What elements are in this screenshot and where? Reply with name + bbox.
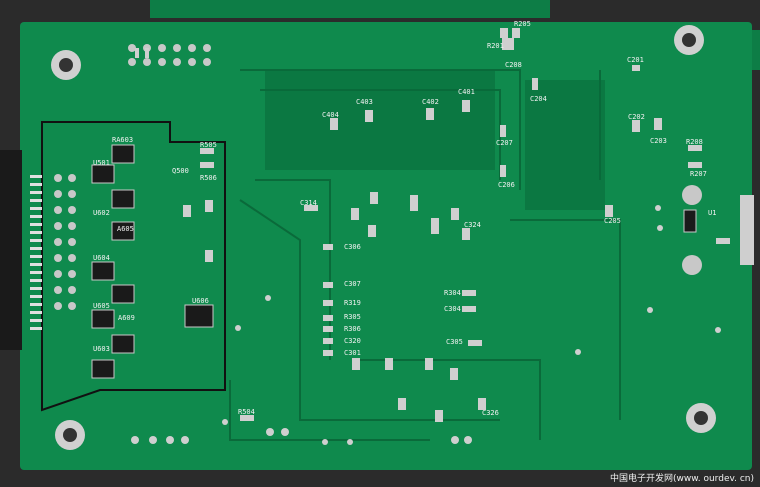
label-r319: R319 (344, 299, 361, 307)
silkscreen-outline (41, 121, 226, 412)
ic-u603 (91, 359, 115, 379)
label-u606: U606 (192, 297, 209, 305)
edge-pads-left (30, 175, 42, 330)
label-u603: U603 (93, 345, 110, 353)
label-c207: C207 (496, 139, 513, 147)
ic-a609-block (111, 284, 135, 304)
label-c301: C301 (344, 349, 361, 357)
label-c307: C307 (344, 280, 361, 288)
label-u501: U501 (93, 159, 110, 167)
label-c324: C324 (464, 221, 481, 229)
trace-bus-upper (265, 70, 495, 170)
label-r506: R506 (200, 174, 217, 182)
label-r201: R201 (487, 42, 504, 50)
pin-header-left (54, 174, 76, 310)
ic-a609 (111, 334, 135, 354)
mounting-holes (51, 25, 716, 450)
label-c314: C314 (300, 199, 317, 207)
label-c202: C202 (628, 113, 645, 121)
label-r304: R304 (444, 289, 461, 297)
label-r205: R205 (514, 20, 531, 28)
ic-u605 (91, 309, 115, 329)
label-ra603: RA603 (112, 136, 134, 144)
label-r208: R208 (686, 138, 703, 146)
label-a609: A609 (118, 314, 135, 322)
label-c404: C404 (322, 111, 339, 119)
watermark: 中国电子开发网(www. ourdev. cn) (609, 474, 754, 484)
label-c306: C306 (344, 243, 361, 251)
label-c208: C208 (505, 61, 522, 69)
label-c206: C206 (498, 181, 515, 189)
label-r505: R505 (200, 141, 217, 149)
label-c320: C320 (344, 337, 361, 345)
ic-u1 (683, 209, 697, 233)
ic-a605 (111, 221, 135, 241)
label-c326: C326 (482, 409, 499, 417)
smd-pads (135, 28, 730, 422)
ic-u501 (91, 164, 115, 184)
label-c201: C201 (627, 56, 644, 64)
connector-right (740, 195, 754, 265)
label-c204: C204 (530, 95, 547, 103)
label-c305: C305 (446, 338, 463, 346)
label-a605: A605 (117, 225, 134, 233)
ic-u606 (184, 304, 214, 328)
label-c403: C403 (356, 98, 373, 106)
label-r504: R504 (238, 408, 255, 416)
ic-ra603 (111, 144, 135, 164)
label-c402: C402 (422, 98, 439, 106)
label-u605: U605 (93, 302, 110, 310)
pad-row-top (128, 44, 211, 66)
label-q500: Q500 (172, 167, 189, 175)
round-components (682, 185, 702, 275)
label-u604: U604 (93, 254, 110, 262)
label-r207: R207 (690, 170, 707, 178)
label-c401: C401 (458, 88, 475, 96)
label-c203: C203 (650, 137, 667, 145)
trace-bus-right (525, 80, 605, 210)
ic-u602 (111, 189, 135, 209)
edge-connector (0, 150, 22, 350)
label-u1: U1 (708, 209, 717, 217)
label-c205: C205 (604, 217, 621, 225)
label-u602: U602 (93, 209, 110, 217)
ic-chips (91, 144, 697, 379)
neighbor-board-top (150, 0, 550, 18)
vias-bottom (131, 205, 721, 445)
label-c304: C304 (444, 305, 461, 313)
label-r305: R305 (344, 313, 361, 321)
ic-u604 (91, 261, 115, 281)
label-r306: R306 (344, 325, 361, 333)
